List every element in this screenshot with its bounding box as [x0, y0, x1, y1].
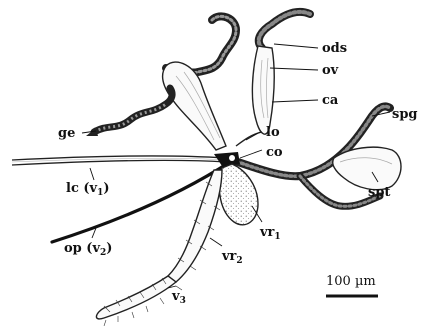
label-ca: ca [322, 93, 339, 108]
valvula-1-stylet [12, 156, 226, 160]
label-co: co [266, 145, 283, 160]
label-op-v2: op (v2) [64, 241, 112, 258]
label-ge: ge [58, 126, 75, 141]
left-calyx [163, 62, 226, 150]
label-spt: spt [368, 185, 390, 200]
spermatheca [333, 147, 401, 190]
label-lc-v1: lc (v1) [66, 181, 110, 198]
label-ods: ods [322, 41, 347, 56]
valvifer-1 [219, 164, 258, 225]
label-vr1: vr1 [259, 225, 281, 242]
label-vr2: vr2 [221, 249, 243, 266]
label-ov: ov [322, 63, 339, 78]
label-spg: spg [392, 107, 418, 122]
valvula-3 [96, 276, 176, 319]
genital-tube [94, 88, 172, 132]
label-lo: lo [266, 125, 280, 140]
ovary-calyx [252, 46, 274, 134]
label-v3: v3 [171, 289, 186, 306]
valvifer-2 [168, 170, 222, 282]
scale-bar-label: 100 µm [326, 274, 376, 289]
